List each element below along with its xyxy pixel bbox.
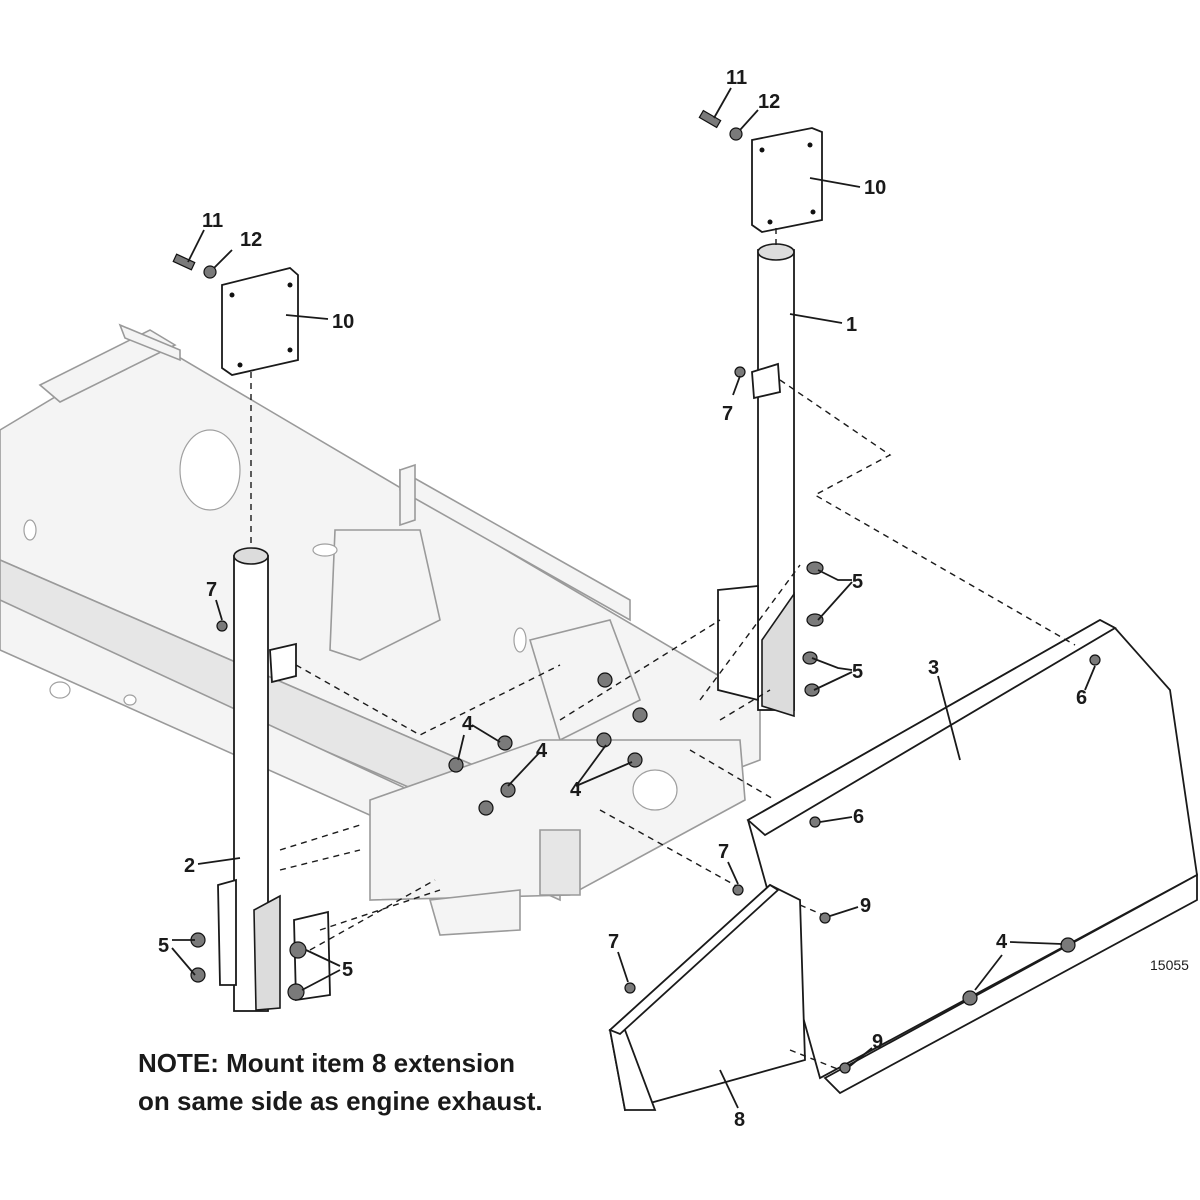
callout-11: 11: [202, 210, 223, 232]
bolt-4: [627, 752, 643, 768]
callout-4: 4: [996, 931, 1008, 953]
tube-2-side-bracket: [293, 910, 331, 1002]
bracket-10-right: [751, 127, 823, 233]
bolt-4-lower: [1060, 937, 1076, 953]
tube-2-bracket: [253, 894, 281, 1011]
tube-1: [717, 243, 795, 718]
nut-7-mid: [732, 884, 744, 896]
frame-hole: [632, 769, 678, 811]
bolt-4: [448, 757, 464, 773]
nut-6-right: [1089, 654, 1101, 666]
callout-4: 4: [536, 740, 548, 762]
tube-1-top: [757, 243, 795, 261]
callout-3: 3: [928, 657, 939, 679]
bolt-4: [597, 672, 613, 688]
bracket-10-right-plate: [751, 127, 823, 233]
nut-6-mid: [809, 816, 821, 828]
callout-11: 11: [726, 67, 747, 89]
nut-7-lower: [624, 982, 636, 994]
tube-2-plate: [217, 878, 237, 986]
callout-10: 10: [332, 311, 354, 333]
callout-9: 9: [872, 1031, 883, 1053]
alignment-lines: [250, 228, 1076, 1071]
callout-4: 4: [570, 779, 582, 801]
frame-flange-end: [399, 463, 416, 527]
tube-2-top: [233, 547, 269, 565]
deflector-3: [746, 618, 1198, 1095]
nut-5-lower: [190, 967, 206, 983]
tube-2: [217, 547, 331, 1012]
frame-rear-tab: [38, 329, 177, 403]
callout-4: 4: [462, 713, 474, 735]
tube-1-tab: [751, 362, 781, 400]
leader-lines: [171, 87, 1096, 1109]
bolt-4: [632, 707, 648, 723]
callout-12: 12: [240, 229, 262, 251]
nut-9-upper: [819, 912, 831, 924]
bolt-4: [596, 732, 612, 748]
bolt-11-left: [172, 253, 196, 271]
tube-2-tab: [269, 642, 297, 684]
bracket-10-left: [221, 267, 299, 376]
extension-8-lip: [608, 883, 780, 1036]
nut-5-lower: [287, 983, 305, 1001]
washer-5: [806, 613, 824, 627]
washer-5: [804, 683, 820, 697]
frame-bumper-end: [539, 829, 581, 896]
mower-frame: [0, 323, 761, 936]
callout-9: 9: [860, 895, 871, 917]
frame-hole: [23, 519, 37, 541]
bolt-4: [500, 782, 516, 798]
callout-5: 5: [158, 935, 169, 957]
deflector-3-lip: [746, 618, 1117, 837]
callout-7: 7: [608, 931, 619, 953]
callout-labels: 11 12 10 1 7 11 12 10 7 5 5 3 6 4 4 4 6 …: [158, 67, 1087, 1131]
bracket-10-left-plate: [221, 267, 299, 376]
callout-8: 8: [734, 1109, 745, 1131]
nut-7-upper: [734, 366, 746, 378]
nut-12-right: [729, 127, 743, 141]
tube-1-bracket: [761, 591, 795, 718]
callout-5: 5: [342, 959, 353, 981]
nut-12-left: [203, 265, 217, 279]
callout-7: 7: [718, 841, 729, 863]
frame-center-bracket: [329, 529, 441, 661]
frame-hole: [179, 429, 241, 511]
callout-2: 2: [184, 855, 195, 877]
callout-5: 5: [852, 571, 863, 593]
bolt-4: [478, 800, 494, 816]
hardware: [172, 109, 1101, 1074]
callout-7: 7: [722, 403, 733, 425]
callout-6: 6: [853, 806, 864, 828]
bolt-11-right: [698, 109, 722, 129]
callout-1: 1: [846, 314, 857, 336]
tube-1-plate: [717, 585, 759, 702]
frame-top-tab: [118, 323, 181, 362]
callout-5: 5: [852, 661, 863, 683]
diagram-part-number: 15055: [1150, 957, 1189, 973]
frame-hole: [513, 627, 527, 653]
callout-10: 10: [864, 177, 886, 199]
frame-right-bracket: [528, 619, 642, 742]
nut-5-lower: [289, 941, 307, 959]
frame-hole: [49, 681, 71, 699]
washer-5: [802, 651, 818, 665]
note-line-1: NOTE: Mount item 8 extension: [138, 1048, 516, 1078]
bolt-4: [497, 735, 513, 751]
note-line-2: on same side as engine exhaust.: [138, 1086, 543, 1116]
callout-12: 12: [758, 91, 780, 113]
callout-7: 7: [206, 579, 217, 601]
bolt-4-lower: [962, 990, 978, 1006]
nut-7-left: [216, 620, 228, 632]
nut-9-lower: [839, 1062, 851, 1074]
frame-hole: [312, 543, 338, 557]
callout-6: 6: [1076, 687, 1087, 709]
extension-8: [608, 883, 806, 1112]
frame-hole: [123, 694, 137, 706]
frame-bottom-tab: [428, 889, 521, 936]
